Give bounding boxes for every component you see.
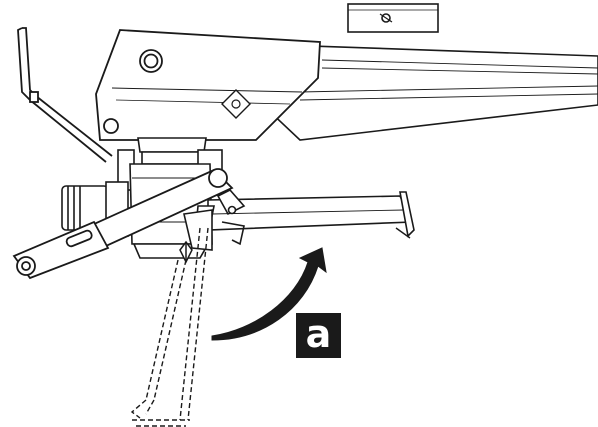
top-bracket (347, 3, 439, 33)
dashed-arm-position (130, 227, 209, 427)
front-housing (95, 29, 321, 141)
callout-label: a (296, 313, 341, 358)
hand-rail (17, 27, 113, 163)
extended-arm (183, 189, 415, 251)
curved-arrow-icon (211, 247, 327, 341)
swing-arm (12, 168, 234, 280)
pivot-handle (179, 240, 193, 264)
